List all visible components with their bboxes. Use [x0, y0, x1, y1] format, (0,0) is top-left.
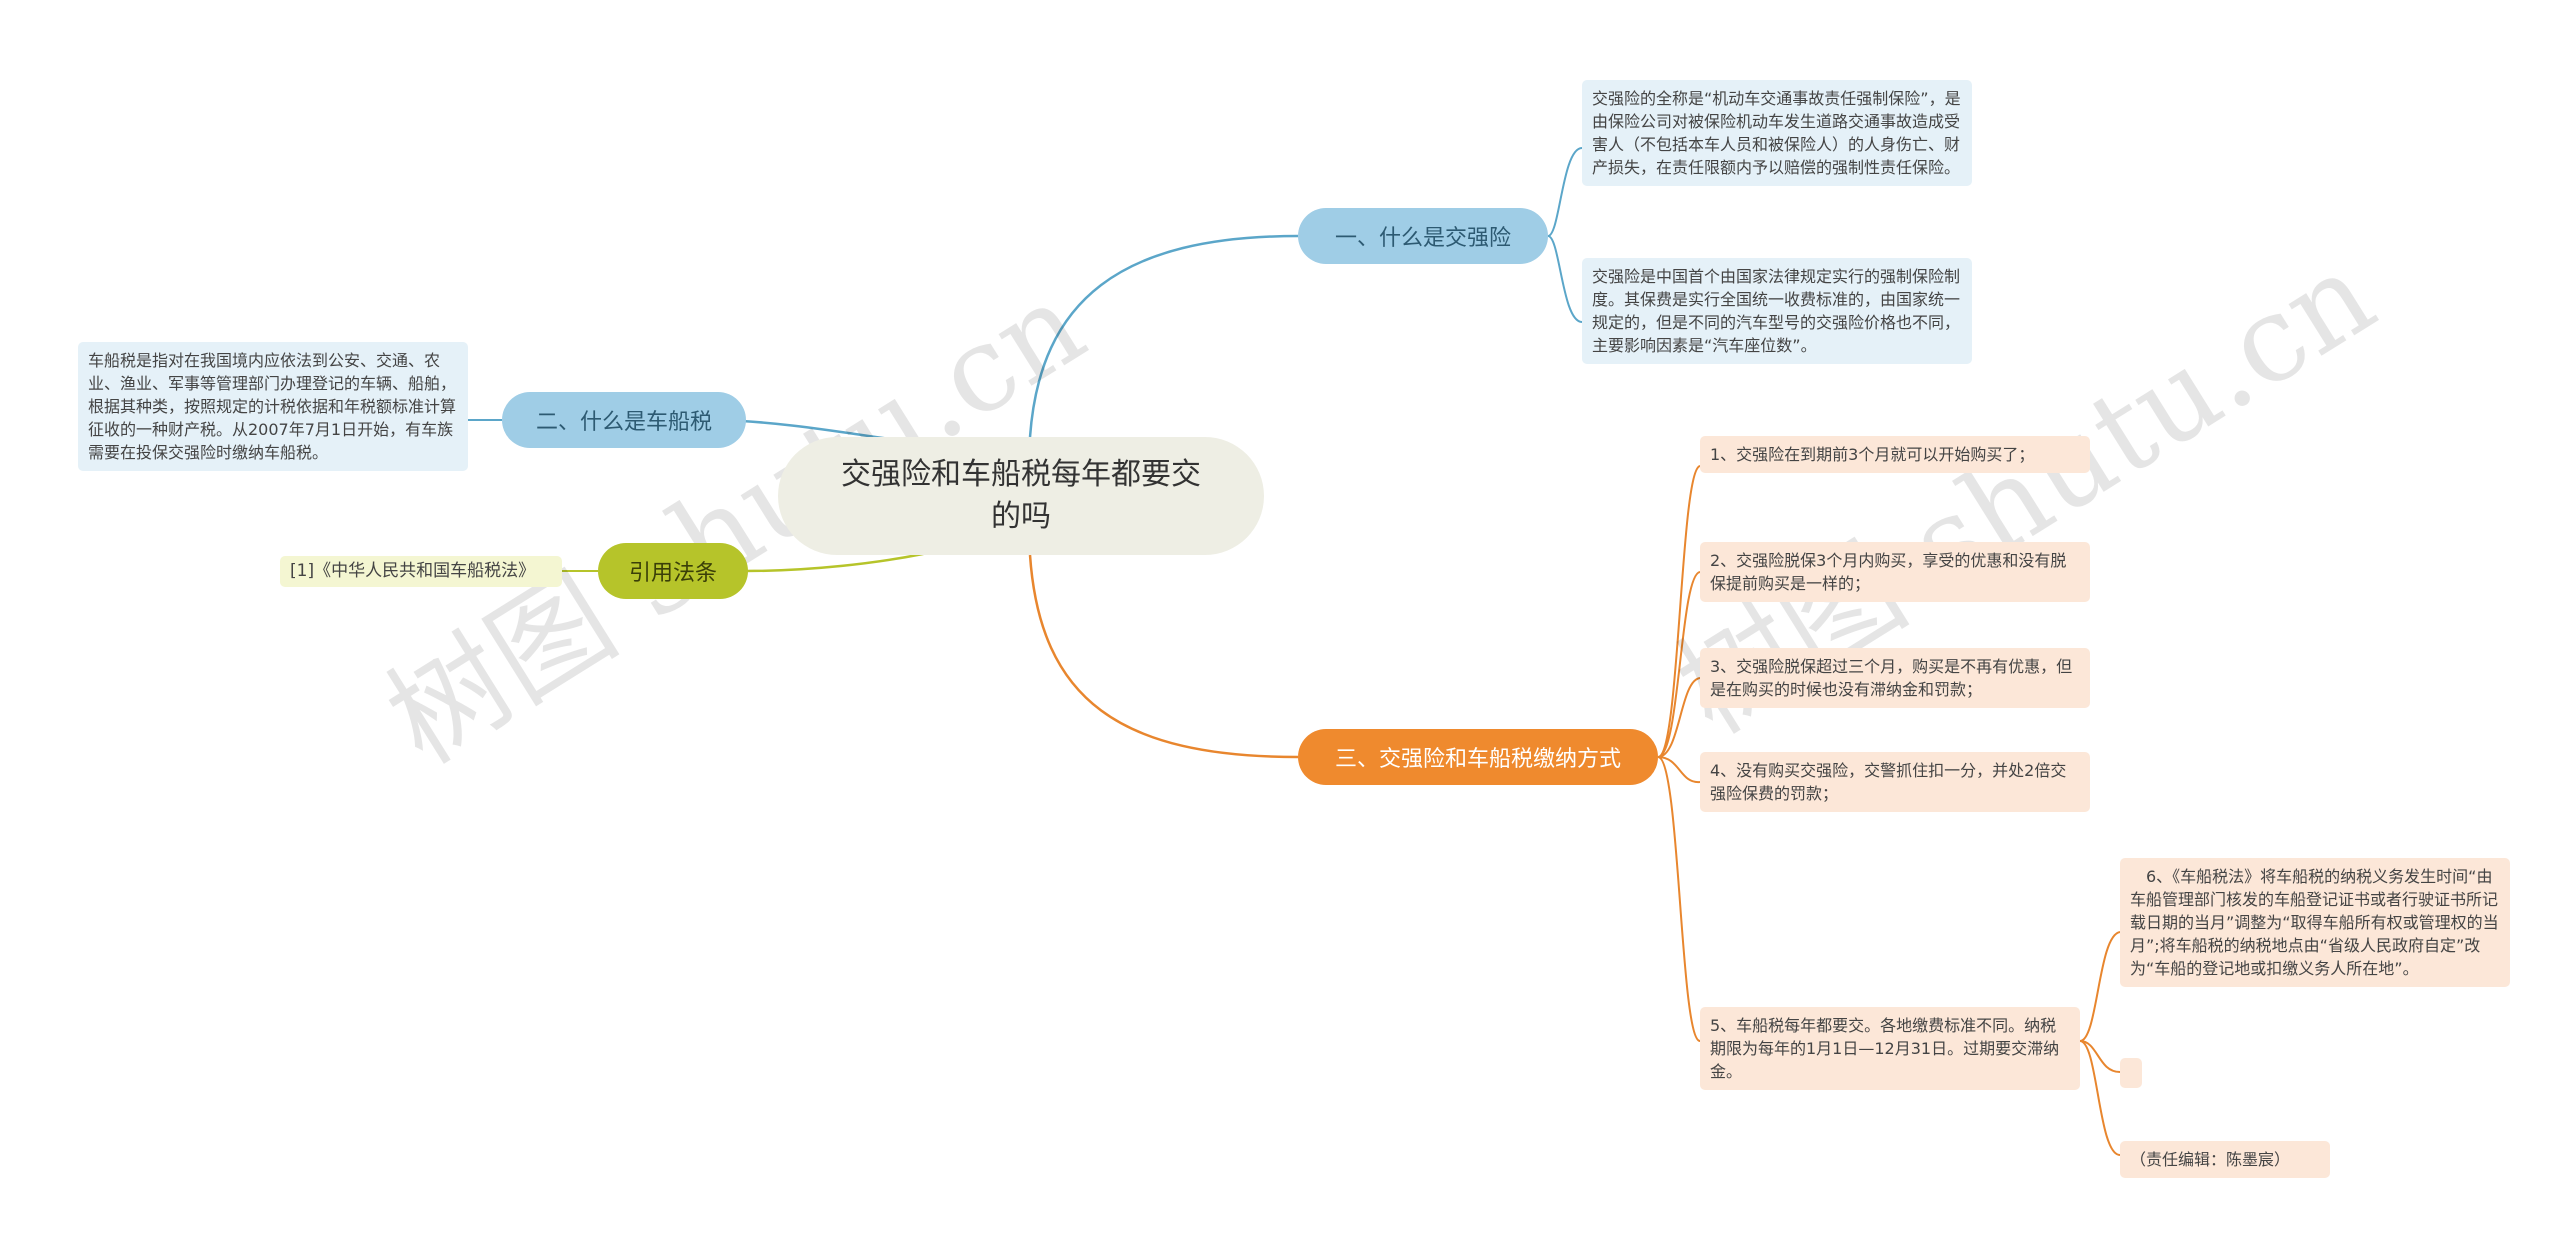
branch-label: 引用法条 [628, 561, 717, 586]
leaf-payment-1[interactable]: 1、交强险在到期前3个月就可以开始购买了； [1700, 436, 2090, 473]
branch-what-is-chechuanshui[interactable]: 二、什么是车船税 [502, 392, 746, 448]
branch-label: 三、交强险和车船税缴纳方式 [1334, 747, 1621, 772]
link-root-b4 [1028, 554, 1299, 759]
leaf-payment-4[interactable]: 4、没有购买交强险，交警抓住扣一分，并处2倍交强险保费的罚款； [1700, 752, 2090, 812]
leaf-jqx-system[interactable]: 交强险是中国首个由国家法律规定实行的强制保险制度。其保费是实行全国统一收费标准的… [1582, 258, 1972, 364]
link-root-b1 [1028, 234, 1299, 438]
leaf-editor[interactable]: （责任编辑：陈墨宸） [2120, 1141, 2330, 1178]
branch-cited-law[interactable]: 引用法条 [598, 543, 748, 599]
root-title: 交强险和车船税每年都要交的吗 [841, 457, 1201, 534]
link-sub-bracket [2079, 931, 2121, 1156]
leaf-cited-law[interactable]: [1]《中华人民共和国车船税法》 [280, 556, 562, 587]
branch-label: 一、什么是交强险 [1334, 226, 1511, 251]
leaf-jqx-definition[interactable]: 交强险的全称是“机动车交通事故责任强制保险”，是由保险公司对被保险机动车发生道路… [1582, 80, 1972, 186]
link-b1-bracket [1547, 147, 1583, 323]
branch-what-is-jiaoqiangxian[interactable]: 一、什么是交强险 [1298, 208, 1548, 264]
leaf-payment-6[interactable]: 6、《车船税法》将车船税的纳税义务发生时间“由车船管理部门核发的车船登记证书或者… [2120, 858, 2510, 987]
leaf-payment-5[interactable]: 5、车船税每年都要交。各地缴费标准不同。纳税期限为每年的1月1日—12月31日。… [1700, 1007, 2080, 1090]
leaf-empty[interactable] [2120, 1058, 2142, 1088]
leaf-payment-2[interactable]: 2、交强险脱保3个月内购买，享受的优惠和没有脱保提前购买是一样的； [1700, 542, 2090, 602]
root-topic[interactable]: 交强险和车船税每年都要交的吗 [778, 437, 1264, 555]
leaf-ccs-definition[interactable]: 车船税是指对在我国境内应依法到公安、交通、农业、渔业、军事等管理部门办理登记的车… [78, 342, 468, 471]
leaf-payment-3[interactable]: 3、交强险脱保超过三个月，购买是不再有优惠，但是在购买的时候也没有滞纳金和罚款； [1700, 648, 2090, 708]
link-b4-bracket [1657, 465, 1701, 1042]
branch-payment-method[interactable]: 三、交强险和车船税缴纳方式 [1298, 729, 1658, 785]
branch-label: 二、什么是车船税 [535, 410, 712, 435]
